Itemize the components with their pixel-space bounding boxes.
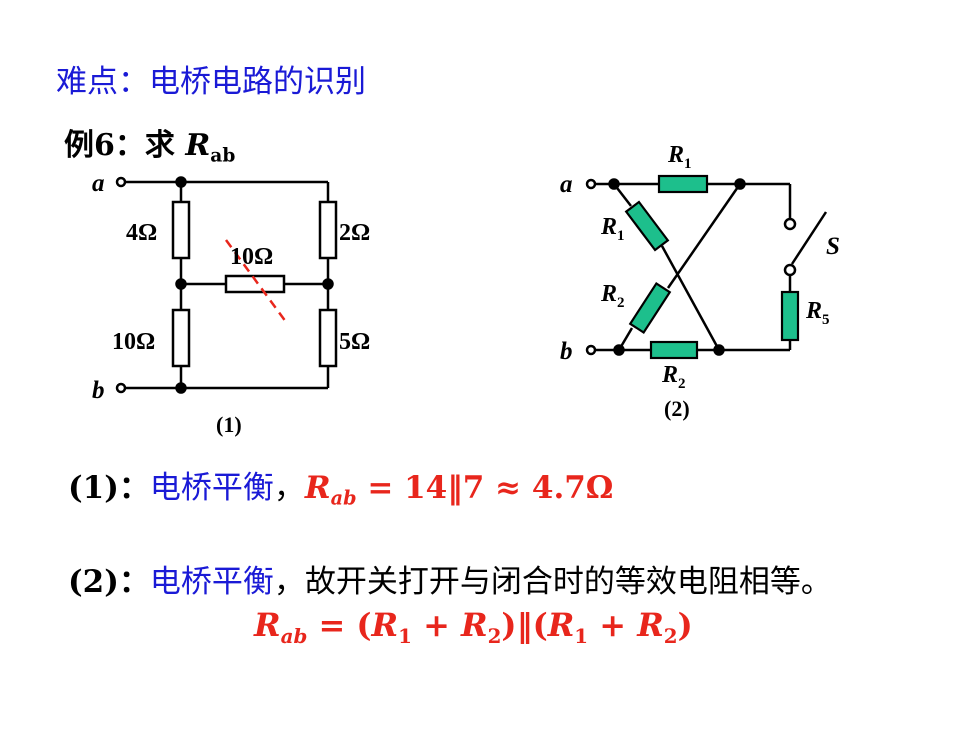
f2-eq: = ( [318,606,372,644]
f2-parallel: )‖( [501,606,548,644]
c1-label-4ohm: 4Ω [126,220,157,246]
resistor-r2-diag [628,281,672,335]
c2-label-r1-top: R1 [667,142,692,172]
f2-lhs-sub: ab [280,623,308,648]
answer-1-formula-lhs: R [304,470,331,506]
resistor-r2-bottom [649,340,699,360]
answer-1-text: 电桥平衡 [149,470,274,506]
c1-label-bridge: 10Ω [230,244,273,270]
terminal-b [115,382,127,394]
answer-2-rest: ，故开关打开与闭合时的等效电阻相等。 [273,564,832,600]
c2-label-r5: R5 [805,298,830,328]
f2-r1a: R [371,606,399,644]
resistor-r1-diag [624,200,670,252]
resistor-r5 [780,290,800,342]
f2-lhs: R [254,606,281,644]
f2-r1b-sub: 1 [574,623,589,648]
answer-2: (2)：电桥平衡，故开关打开与闭合时的等效电阻相等。 [68,556,832,601]
f2-r2b: R [637,606,664,644]
circuit-2 [585,178,828,356]
resistor-2ohm [318,200,338,260]
c2-label-r2-diag: R2 [600,281,625,311]
c1-label-5ohm: 5Ω [339,329,370,355]
f2-r2a: R [461,606,488,644]
f2-r1a-sub: 1 [398,623,412,648]
answer-1-comma: ， [273,470,305,506]
c2-caption: (2) [664,396,690,421]
answer-2-label: (2)： [68,564,150,600]
example-text: 例6：求 [64,128,186,163]
c1-caption: (1) [216,412,242,437]
resistor-5ohm [318,308,338,368]
terminal-a2 [585,178,597,190]
answer-1-formula-rhs: = 14‖7 ≈ 4.7Ω [356,470,614,506]
answer-1-formula-sub: ab [330,486,357,510]
answer-2-formula: Rab = (R1 + R2)‖(R1 + R2) [254,606,693,648]
c1-label-2ohm: 2Ω [339,220,370,246]
example-label: 例6：求 Rab [64,120,235,167]
f2-r2a-sub: 2 [487,623,502,648]
c1-label-10ohm: 10Ω [112,329,155,355]
f2-r1b: R [547,606,575,644]
resistor-10ohm-bottom [171,308,191,368]
example-var-sub: ab [210,145,236,167]
c1-node-b: b [92,377,105,404]
answer-2-text: 电桥平衡 [149,564,274,600]
answer-1-label: (1)： [68,470,150,506]
f2-plus-1: + [423,606,450,644]
bridge-cut-line [224,239,288,323]
answer-1: (1)：电桥平衡，Rab = 14‖7 ≈ 4.7Ω [68,462,613,510]
page-title: 难点：电桥电路的识别 [56,64,366,100]
c2-label-r2-bottom: R2 [661,362,686,392]
c1-node-a: a [92,170,105,197]
terminal-a [115,176,127,188]
c2-label-r1-diag: R1 [600,214,625,244]
resistor-4ohm [171,200,191,260]
circuit-1 [115,176,338,394]
switch-blade [790,211,828,265]
resistor-r1-top [657,174,709,194]
f2-close: ) [677,606,693,644]
example-var: R [185,128,211,163]
c2-node-b: b [560,338,573,365]
f2-plus-2: + [599,606,627,644]
c2-label-switch: S [826,233,840,260]
f2-r2b-sub: 2 [663,623,678,648]
terminal-b2 [585,344,597,356]
c2-node-a: a [560,171,573,198]
